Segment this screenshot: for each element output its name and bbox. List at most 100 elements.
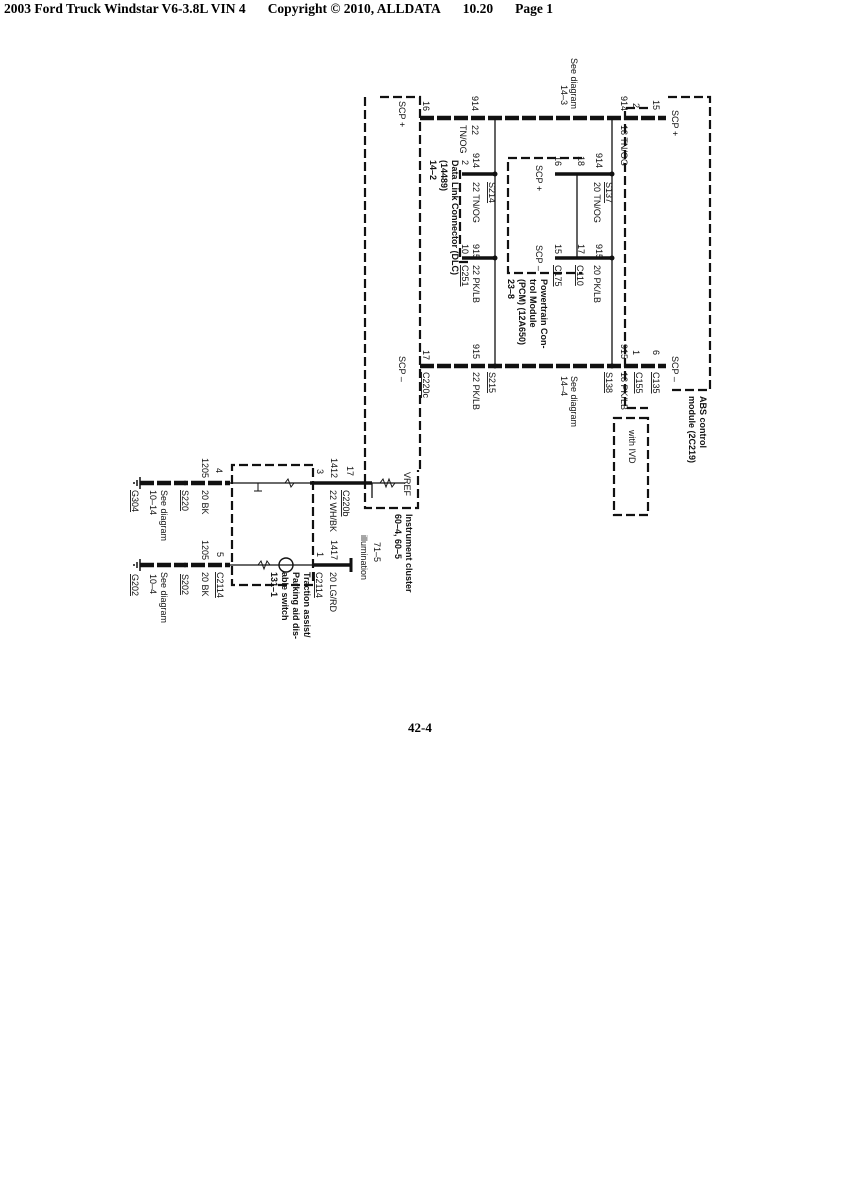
label: 2: [460, 160, 470, 165]
label: 18: [576, 156, 586, 166]
label: 22 WH/BK: [328, 490, 338, 532]
lamp-icon: [278, 557, 294, 573]
switch-title: Parking aid dis-: [291, 572, 301, 639]
dlc-part: (14489): [439, 160, 449, 191]
label: 915: [619, 344, 629, 359]
label: 18 TN/OG: [619, 125, 629, 166]
label: 22: [470, 125, 480, 135]
lamp-resistor-icon: [257, 559, 271, 571]
label: 15: [553, 244, 563, 254]
label: 914: [471, 153, 481, 168]
ground-g202-icon: [133, 559, 141, 571]
label: 2: [631, 103, 641, 108]
abs-title: module (2C219): [687, 396, 697, 463]
label: G202: [130, 574, 140, 596]
label: 22 TN/OG: [471, 182, 481, 223]
label: S214: [487, 182, 497, 203]
label: 10: [460, 244, 470, 254]
instrument-cluster-title: Instrument cluster: [404, 514, 414, 593]
instrument-cluster-box: [363, 470, 420, 510]
switch-ref: 131–1: [269, 572, 279, 597]
label: 14–3: [559, 85, 569, 105]
label: 5: [215, 552, 225, 557]
label: 914: [470, 96, 480, 111]
label: 915: [594, 244, 604, 259]
label: 22 PK/LB: [471, 372, 481, 410]
diagram-page-code: 42-4: [408, 720, 432, 735]
switch-contact-icon: [254, 482, 262, 492]
label: See diagram: [569, 376, 579, 427]
label: C2114: [314, 572, 324, 598]
diagram-labels: See diagram 14–3 SCP + 16 914 914 2 15 S…: [130, 58, 708, 639]
instrument-cluster-ref: 60–4, 60–5: [393, 514, 403, 559]
pcm-title: Powertrain Con-: [539, 279, 549, 349]
splice-dot: [492, 255, 498, 261]
pcm-title: trol Module: [528, 279, 538, 328]
splice-s214: [492, 171, 498, 177]
label: 915: [471, 244, 481, 259]
label: S202: [180, 574, 190, 595]
label: 4: [214, 468, 224, 473]
label: SCP +: [670, 110, 680, 136]
c155-connector-box: [623, 106, 648, 410]
label: C110: [575, 265, 585, 286]
label: 1412: [329, 458, 339, 478]
label: 20 TN/OG: [592, 182, 602, 223]
label: 1205: [200, 458, 210, 478]
page-number: Page 1: [515, 1, 554, 16]
label: G304: [130, 490, 140, 512]
label: SCP –: [397, 356, 407, 382]
label: C175: [553, 265, 563, 287]
label: C220c: [421, 372, 431, 399]
label: 914: [619, 96, 629, 111]
splice-s202: [182, 562, 188, 568]
pcm-box: [506, 156, 582, 275]
label: 10–4: [148, 574, 158, 594]
label: SCP +: [397, 101, 407, 127]
label: 3: [315, 469, 325, 474]
copyright: Copyright © 2010, ALLDATA: [267, 1, 441, 16]
label: 1: [315, 552, 325, 557]
label: 6: [651, 350, 661, 355]
label: illumination: [359, 535, 369, 580]
label: 915: [471, 344, 481, 359]
label: S220: [180, 490, 190, 511]
label: 18 PK/LB: [619, 372, 629, 410]
label: S215: [487, 372, 497, 393]
label: See diagram: [159, 572, 169, 623]
label: 20 LG/RD: [328, 572, 338, 613]
splice-s138: [609, 363, 615, 369]
dlc-ref: 14–2: [428, 160, 438, 180]
label: C155: [634, 372, 644, 394]
splice-dot: [609, 255, 615, 261]
label: 16: [421, 101, 431, 111]
switch-box: [230, 463, 315, 587]
abs-title: ABS control: [698, 396, 708, 448]
splice-s215: [492, 363, 498, 369]
label: with IVD: [627, 429, 637, 464]
label: C2114: [215, 572, 225, 598]
label: 20 PK/LB: [592, 265, 602, 303]
switch-resistor-icon: [284, 477, 295, 489]
label: 914: [594, 153, 604, 168]
instrument-cluster-outline: [380, 95, 422, 470]
pcm-title: (PCM) (12A650): [517, 279, 527, 345]
switch-title: able switch: [280, 572, 290, 621]
label: S137: [604, 182, 614, 203]
label: 20 BK: [200, 490, 210, 515]
ground-g304-icon: [133, 477, 141, 489]
label: 10–14: [148, 490, 158, 515]
label: 17: [345, 466, 355, 476]
label: See diagram: [569, 58, 579, 109]
resistor-icon: [379, 477, 396, 489]
label: S138: [604, 372, 614, 393]
label: 20 BK: [200, 572, 210, 597]
label: TN/OG: [458, 125, 468, 154]
label: C251: [460, 265, 470, 287]
dlc-title: Data Link Connector (DLC): [450, 160, 460, 275]
pcm-ref: 23–8: [506, 279, 516, 299]
version: 10.20: [462, 1, 494, 16]
label: 1417: [329, 540, 339, 560]
label: 15: [651, 100, 661, 110]
